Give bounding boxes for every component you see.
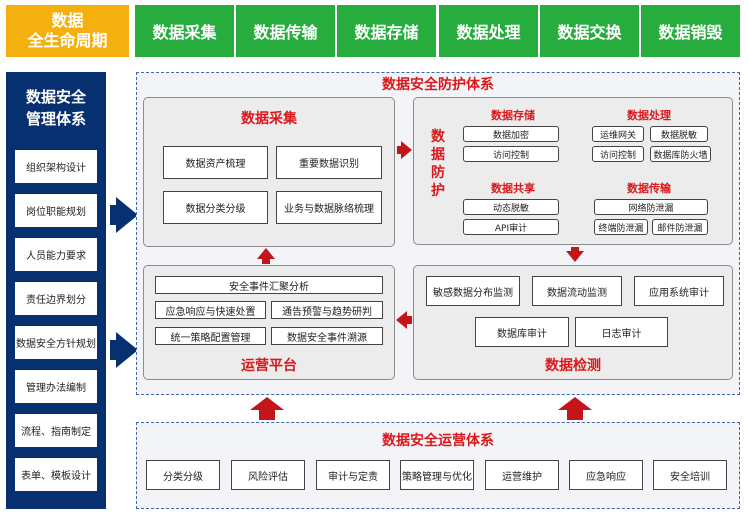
- processing-item: 运维网关: [592, 126, 644, 142]
- management-item: 表单、模板设计: [15, 458, 97, 491]
- arrow-down-icon: [566, 251, 584, 262]
- operations-item: 应急响应: [569, 460, 643, 490]
- platform-item: 安全事件汇聚分析: [155, 276, 383, 294]
- stage-exchange: 数据交换: [540, 5, 639, 57]
- defense-label-char: 据: [431, 147, 445, 163]
- management-item: 岗位职能规划: [15, 194, 97, 227]
- defense-label-char: 防: [431, 165, 445, 181]
- detection-item: 应用系统审计: [634, 276, 724, 306]
- detection-item: 数据库审计: [475, 317, 569, 347]
- processing-item: 数据脱敏: [650, 126, 708, 142]
- transmission-item: 邮件防泄漏: [652, 219, 708, 235]
- stage-transmission: 数据传输: [236, 5, 335, 57]
- storage-item: 数据加密: [463, 126, 559, 142]
- stage-collection: 数据采集: [135, 5, 234, 57]
- arrow-right-icon: [116, 332, 138, 368]
- processing-title: 数据处理: [627, 109, 671, 122]
- arrow-right-icon: [116, 197, 138, 233]
- arrow-stem: [262, 259, 270, 264]
- sharing-item: API审计: [463, 219, 559, 235]
- sharing-item: 动态脱敏: [463, 199, 559, 215]
- stage-storage: 数据存储: [337, 5, 436, 57]
- management-item: 流程、指南制定: [15, 414, 97, 447]
- management-title-line2: 管理体系: [25, 110, 86, 128]
- protection-title: 数据安全防护体系: [382, 77, 494, 93]
- arrow-stem: [259, 410, 275, 420]
- management-item: 责任边界划分: [15, 282, 97, 315]
- lifecycle-title-line2: 全生命周期: [27, 31, 108, 50]
- detection-item: 日志审计: [575, 317, 668, 347]
- arrow-stem: [110, 340, 118, 360]
- collection-item: 数据资产梳理: [163, 146, 268, 179]
- operations-item: 策略管理与优化: [400, 460, 474, 490]
- operations-platform-title: 运营平台: [241, 358, 297, 374]
- management-item: 数据安全方针规划: [15, 326, 97, 359]
- arrow-stem: [567, 410, 583, 420]
- arrow-stem: [571, 247, 579, 251]
- operations-title: 数据安全运营体系: [382, 433, 494, 449]
- processing-item: 访问控制: [592, 146, 644, 162]
- arrow-up-icon: [558, 397, 592, 410]
- defense-label-char: 数: [431, 129, 445, 145]
- platform-item: 统一策略配置管理: [155, 327, 266, 345]
- collection-item: 重要数据识别: [276, 146, 382, 179]
- operations-item: 风险评估: [231, 460, 305, 490]
- management-item: 管理办法编制: [15, 370, 97, 403]
- arrow-left-icon: [396, 311, 407, 329]
- sharing-title: 数据共享: [491, 182, 535, 195]
- stage-processing: 数据处理: [439, 5, 538, 57]
- operations-item: 运营维护: [485, 460, 559, 490]
- operations-item: 分类分级: [146, 460, 220, 490]
- arrow-up-icon: [250, 397, 284, 410]
- lifecycle-title-line1: 数据: [51, 11, 84, 30]
- management-item: 人员能力要求: [15, 238, 97, 271]
- transmission-item: 网络防泄漏: [594, 199, 708, 215]
- storage-title: 数据存储: [491, 109, 535, 122]
- platform-item: 通告预警与趋势研判: [271, 301, 383, 319]
- arrow-right-icon: [401, 141, 412, 159]
- operations-item: 安全培训: [653, 460, 727, 490]
- transmission-item: 终端防泄漏: [594, 219, 648, 235]
- collection-title: 数据采集: [241, 111, 297, 127]
- management-title-line1: 数据安全: [25, 88, 86, 106]
- arrow-stem: [110, 205, 118, 225]
- lifecycle-title: 数据 全生命周期: [6, 5, 129, 57]
- detection-item: 敏感数据分布监测: [426, 276, 520, 306]
- management-item: 组织架构设计: [15, 150, 97, 183]
- defense-label: 数 据 防 护: [428, 128, 448, 200]
- detection-title: 数据检测: [545, 358, 601, 374]
- collection-item: 业务与数据脉络梳理: [276, 191, 382, 224]
- stage-destruction: 数据销毁: [641, 5, 740, 57]
- arrow-stem: [397, 146, 401, 154]
- operations-item: 审计与定责: [316, 460, 390, 490]
- transmission-title: 数据传输: [627, 182, 671, 195]
- defense-label-char: 护: [431, 183, 445, 199]
- storage-item: 访问控制: [463, 146, 559, 162]
- arrow-up-icon: [257, 248, 275, 259]
- management-title: 数据安全 管理体系: [6, 80, 106, 136]
- arrow-stem: [407, 316, 412, 324]
- detection-item: 数据流动监测: [532, 276, 622, 306]
- platform-item: 应急响应与快速处置: [155, 301, 266, 319]
- platform-item: 数据安全事件溯源: [271, 327, 383, 345]
- processing-item: 数据库防火墙: [650, 146, 711, 162]
- collection-item: 数据分类分级: [163, 191, 268, 224]
